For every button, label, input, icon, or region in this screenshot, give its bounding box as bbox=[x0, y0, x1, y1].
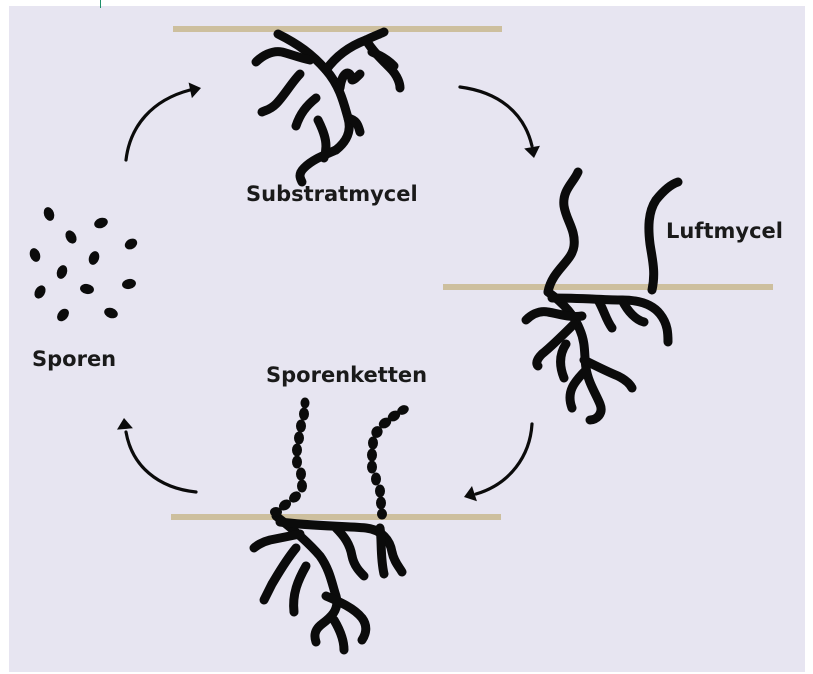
aerial-mycelium-illustration bbox=[526, 172, 678, 420]
spores-cluster bbox=[28, 206, 139, 324]
substrate-mycelium-illustration bbox=[256, 32, 400, 182]
spore-chain-illustration bbox=[254, 516, 402, 650]
arrow-substrate-to-aerial bbox=[460, 87, 542, 159]
arrow-aerial-to-chains bbox=[462, 424, 532, 505]
label-spores: Sporen bbox=[32, 347, 116, 371]
label-substrate-mycelium: Substratmycel bbox=[246, 182, 418, 206]
label-aerial-mycelium: Luftmycel bbox=[666, 219, 783, 243]
spore-chains bbox=[270, 398, 410, 520]
arrow-spores-to-substrate bbox=[126, 80, 203, 160]
label-spore-chains: Sporenketten bbox=[266, 363, 427, 387]
arrow-chains-to-spores bbox=[116, 417, 196, 492]
